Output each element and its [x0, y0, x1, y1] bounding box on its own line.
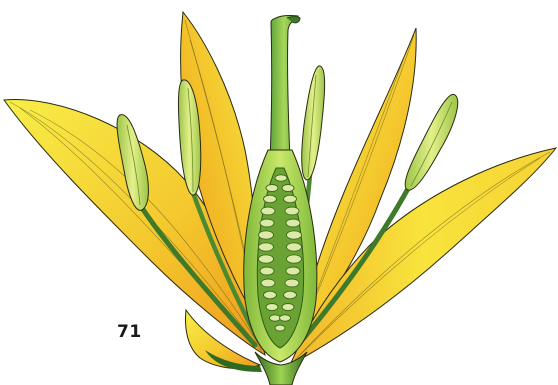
anther-center-right	[302, 66, 325, 180]
anther-far-right	[405, 94, 458, 190]
page-number-label: 71	[117, 322, 142, 342]
pistil-style	[270, 16, 300, 160]
